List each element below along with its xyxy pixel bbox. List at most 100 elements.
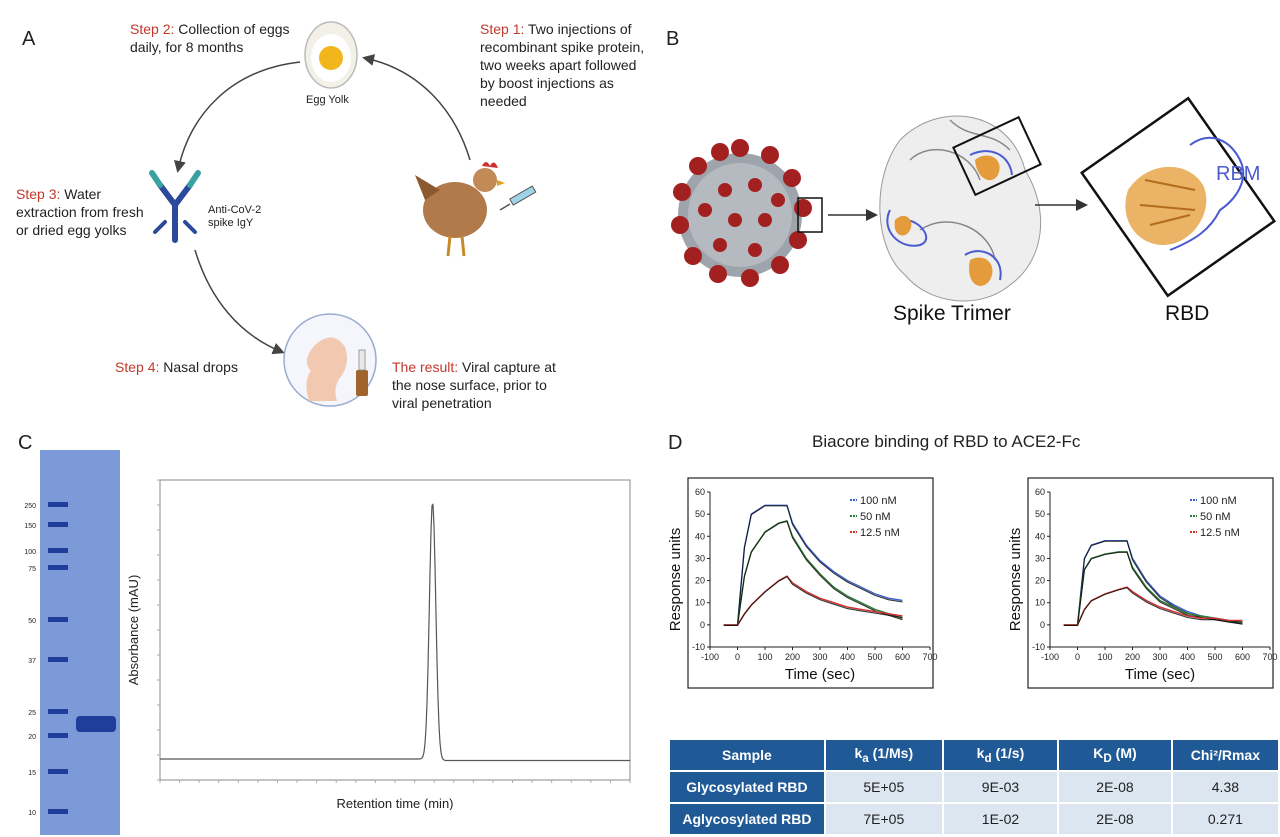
y-tick-label: 20: [695, 576, 705, 586]
gel-marker-label: 100: [24, 549, 36, 556]
chromatogram-frame: [159, 479, 631, 781]
arc-step3-to-step4: [194, 249, 285, 355]
egg-yolk-icon: [304, 21, 358, 89]
cell-chi2: 0.271: [1170, 802, 1280, 836]
gel-sample-band: [76, 716, 116, 732]
fit-line: [723, 575, 903, 626]
arc-step2-to-step3: [174, 61, 301, 173]
cell-kd: 9E-03: [941, 770, 1060, 804]
y-axis-label: Response units: [1007, 528, 1024, 631]
panel-a-cycle: [149, 21, 537, 407]
gel-marker-label: 20: [28, 734, 36, 741]
gel-marker-label: 25: [28, 710, 36, 717]
rbd-label: RBD: [1165, 302, 1210, 325]
fit-line: [1063, 587, 1243, 626]
series-line: [1063, 540, 1243, 626]
gel-marker-label: 37: [28, 658, 36, 665]
legend-label: 12.5 nM: [1200, 527, 1240, 539]
x-tick-label: 600: [1235, 652, 1250, 662]
series-line: [723, 575, 903, 626]
spike-zoom-box: [952, 115, 1042, 197]
biacore-title: Biacore binding of RBD to ACE2-Fc: [812, 432, 1081, 451]
x-axis-label: Time (sec): [1125, 666, 1195, 683]
plot-frame: [1027, 477, 1274, 689]
step-3-text: Step 3: Water extraction from fresh or d…: [16, 186, 144, 238]
gel-ladder-band: [48, 769, 68, 774]
row-label: Glycosylated RBD: [668, 770, 826, 804]
x-tick-label: 300: [812, 652, 827, 662]
gel-ladder-band: [48, 709, 68, 714]
gel-marker-label: 10: [28, 810, 36, 817]
legend-label: 50 nM: [1200, 511, 1231, 523]
x-tick-label: 200: [785, 652, 800, 662]
y-tick-label: 30: [695, 553, 705, 563]
x-tick-label: 400: [1180, 652, 1195, 662]
fit-line: [723, 520, 903, 626]
y-axis-label: Response units: [667, 528, 684, 631]
y-tick-label: 10: [1035, 598, 1045, 608]
chromatogram-trace: [160, 503, 630, 762]
rbm-label: RBM: [1216, 163, 1260, 185]
y-tick-label: 60: [695, 487, 705, 497]
row-label: Aglycosylated RBD: [668, 802, 826, 836]
cell-KD: 2E-08: [1057, 802, 1173, 836]
x-tick-label: 500: [1207, 652, 1222, 662]
x-axis-label: Time (sec): [785, 666, 855, 683]
y-tick-label: -10: [1032, 642, 1045, 652]
cell-kd: 1E-02: [941, 802, 1060, 836]
header-chi2: Chi²/Rmax: [1170, 738, 1280, 772]
kinetics-table: Sample ka (1/Ms) kd (1/s) KD (M) Chi²/Rm…: [668, 738, 1280, 836]
y-tick-label: -10: [692, 642, 705, 652]
kinetics-table-wrap: Sample ka (1/Ms) kd (1/s) KD (M) Chi²/Rm…: [668, 738, 1280, 836]
x-tick-label: 200: [1125, 652, 1140, 662]
legend-label: 100 nM: [860, 495, 897, 507]
egg-yolk-label: Egg Yolk: [306, 94, 349, 106]
cell-chi2: 4.38: [1170, 770, 1280, 804]
legend-label: 50 nM: [860, 511, 891, 523]
y-tick-label: 20: [1035, 576, 1045, 586]
virus-zoom-box: [797, 197, 823, 233]
series-line: [1063, 586, 1243, 626]
virus-particle-icon: [671, 139, 812, 287]
gel-ladder-band: [48, 565, 68, 570]
panel-c-letter: C: [18, 432, 33, 454]
gel-ladder-band: [48, 502, 68, 507]
x-tick-label: -100: [1041, 652, 1059, 662]
header-KD: KD (M): [1057, 738, 1173, 772]
table-header-row: Sample ka (1/Ms) kd (1/s) KD (M) Chi²/Rm…: [668, 738, 1280, 772]
rbd-detail-icon: [1079, 96, 1277, 298]
y-tick-label: 40: [695, 531, 705, 541]
y-tick-label: 10: [695, 598, 705, 608]
y-tick-label: 40: [1035, 531, 1045, 541]
gel-ladder-band: [48, 733, 68, 738]
legend-label: 100 nM: [1200, 495, 1237, 507]
x-tick-label: 100: [757, 652, 772, 662]
cell-ka: 5E+05: [823, 770, 944, 804]
y-tick-label: 50: [1035, 509, 1045, 519]
table-row: Aglycosylated RBD 7E+05 1E-02 2E-08 0.27…: [668, 802, 1280, 836]
x-tick-label: 700: [922, 652, 937, 662]
panel-d-letter: D: [668, 432, 683, 454]
fit-line: [1063, 540, 1243, 626]
header-kd: kd (1/s): [941, 738, 1060, 772]
gel-marker-label: 250: [24, 503, 36, 510]
panel-b-letter: B: [666, 28, 680, 50]
fit-line: [723, 505, 903, 626]
y-tick-label: 60: [1035, 487, 1045, 497]
y-tick-label: 30: [1035, 553, 1045, 563]
header-sample: Sample: [668, 738, 826, 772]
step-2-text: Step 2: Collection of eggs daily, for 8 …: [130, 21, 290, 55]
x-tick-label: 500: [867, 652, 882, 662]
panel-b-structure: RBM: [671, 96, 1277, 302]
gel-marker-label: 15: [28, 770, 36, 777]
nasal-drops-icon: [283, 313, 377, 407]
gel-ladder-band: [48, 809, 68, 814]
x-tick-label: 600: [895, 652, 910, 662]
gel-ladder-band: [48, 657, 68, 662]
header-ka: ka (1/Ms): [823, 738, 944, 772]
x-tick-label: 0: [1075, 652, 1080, 662]
gel-marker-label: 150: [24, 523, 36, 530]
gel-marker-label: 75: [28, 566, 36, 573]
